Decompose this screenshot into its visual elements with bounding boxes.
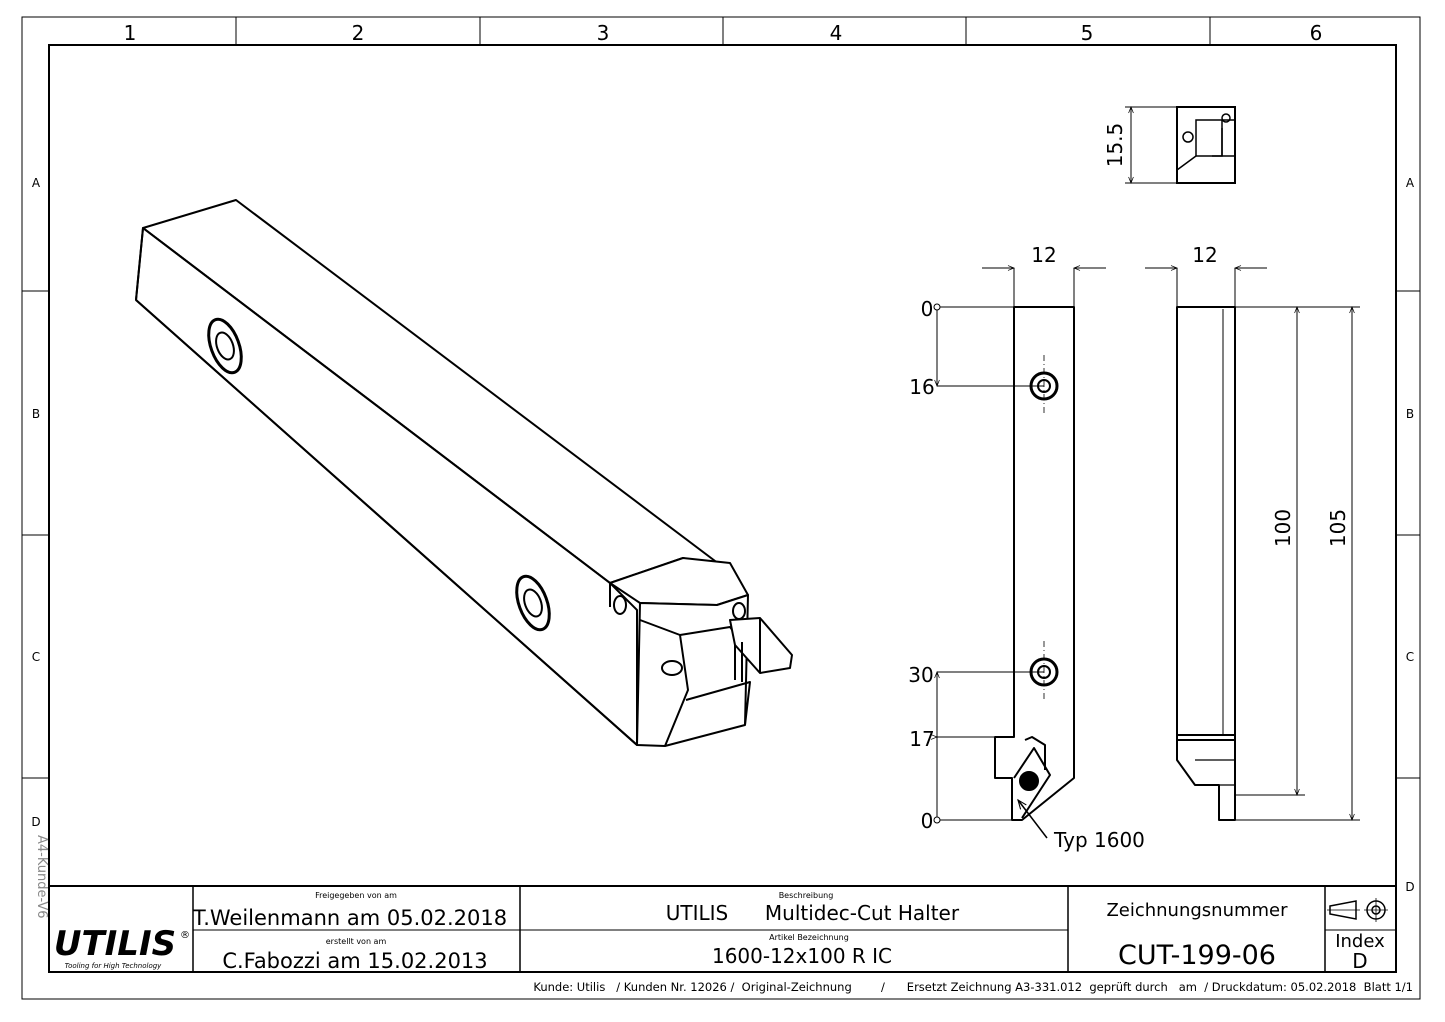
zone-row-labels-left: A B C D xyxy=(31,176,41,829)
zone-col-2: 2 xyxy=(352,21,365,45)
logo-wordmark: UTILIS xyxy=(54,924,176,964)
side-view xyxy=(994,306,1075,821)
zone-row-d-left: D xyxy=(31,815,40,829)
description-brand: UTILIS xyxy=(666,901,729,925)
index-value: D xyxy=(1352,949,1367,973)
logo-tagline: Tooling for High Technology xyxy=(65,962,163,970)
description-label: Beschreibung xyxy=(779,891,834,900)
front-view xyxy=(1176,306,1236,821)
utilis-logo: UTILIS ® Tooling for High Technology xyxy=(54,924,190,970)
footer-line: Kunde: Utilis / Kunden Nr. 12026 / Origi… xyxy=(533,980,1413,994)
drawing-number: CUT-199-06 xyxy=(1118,940,1276,971)
zone-row-labels-right: A B C D xyxy=(1405,176,1415,894)
template-side-label: A4-Kunde-V6 xyxy=(34,835,49,919)
zone-row-b-right: B xyxy=(1406,407,1414,421)
index-label: Index xyxy=(1335,931,1385,952)
zone-column-dividers xyxy=(235,17,1211,45)
drawing-number-label: Zeichnungsnummer xyxy=(1106,900,1288,921)
dim-end-view-height xyxy=(1125,106,1177,184)
title-block-lines xyxy=(49,885,1396,972)
zone-col-5: 5 xyxy=(1081,21,1094,45)
created-label: erstellt von am xyxy=(326,937,387,946)
zone-column-labels: 1 2 3 4 5 6 xyxy=(124,21,1323,45)
released-label: Freigegeben von am xyxy=(315,891,397,900)
zone-row-a-right: A xyxy=(1406,176,1415,190)
dim-17: 17 xyxy=(909,727,934,751)
description-value: Multidec-Cut Halter xyxy=(765,901,960,925)
dim-105: 105 xyxy=(1326,509,1350,547)
article-label: Artikel Bezeichnung xyxy=(769,933,849,942)
zone-row-dividers xyxy=(22,290,1420,779)
projection-symbol-icon xyxy=(1327,898,1388,922)
dim-length-105 xyxy=(1235,306,1360,821)
zone-col-3: 3 xyxy=(597,21,610,45)
dim-30: 30 xyxy=(908,663,933,687)
outer-frame xyxy=(21,16,1421,1000)
dim-length-100 xyxy=(1235,306,1360,796)
dim-16: 16 xyxy=(909,375,934,399)
article-value: 1600-12x100 R IC xyxy=(712,944,892,968)
logo-registered: ® xyxy=(180,930,190,941)
created-value: C.Fabozzi am 15.02.2013 xyxy=(222,949,487,973)
dim-12-front: 12 xyxy=(1192,243,1217,267)
ordinate-dimensions xyxy=(933,303,1044,824)
dim-front-width xyxy=(1145,265,1267,307)
zone-col-1: 1 xyxy=(124,21,137,45)
dim-15-5: 15.5 xyxy=(1103,123,1127,168)
isometric-view xyxy=(135,199,793,747)
inner-frame xyxy=(48,44,1397,973)
zone-col-6: 6 xyxy=(1310,21,1323,45)
zone-row-d-right: D xyxy=(1405,880,1414,894)
dim-0-bottom: 0 xyxy=(921,809,934,833)
zone-row-c-left: C xyxy=(32,650,40,664)
zone-row-c-right: C xyxy=(1406,650,1414,664)
end-view xyxy=(1176,106,1236,184)
insert-leader xyxy=(1017,798,1048,839)
dim-100: 100 xyxy=(1271,509,1295,547)
zone-row-b-left: B xyxy=(32,407,40,421)
released-value: T.Weilenmann am 05.02.2018 xyxy=(192,906,507,930)
dim-0-top: 0 xyxy=(921,297,934,321)
dim-12-side: 12 xyxy=(1031,243,1056,267)
dim-side-width xyxy=(982,265,1106,307)
insert-type-label: Typ 1600 xyxy=(1053,828,1145,852)
zone-row-a-left: A xyxy=(32,176,41,190)
zone-col-4: 4 xyxy=(830,21,843,45)
